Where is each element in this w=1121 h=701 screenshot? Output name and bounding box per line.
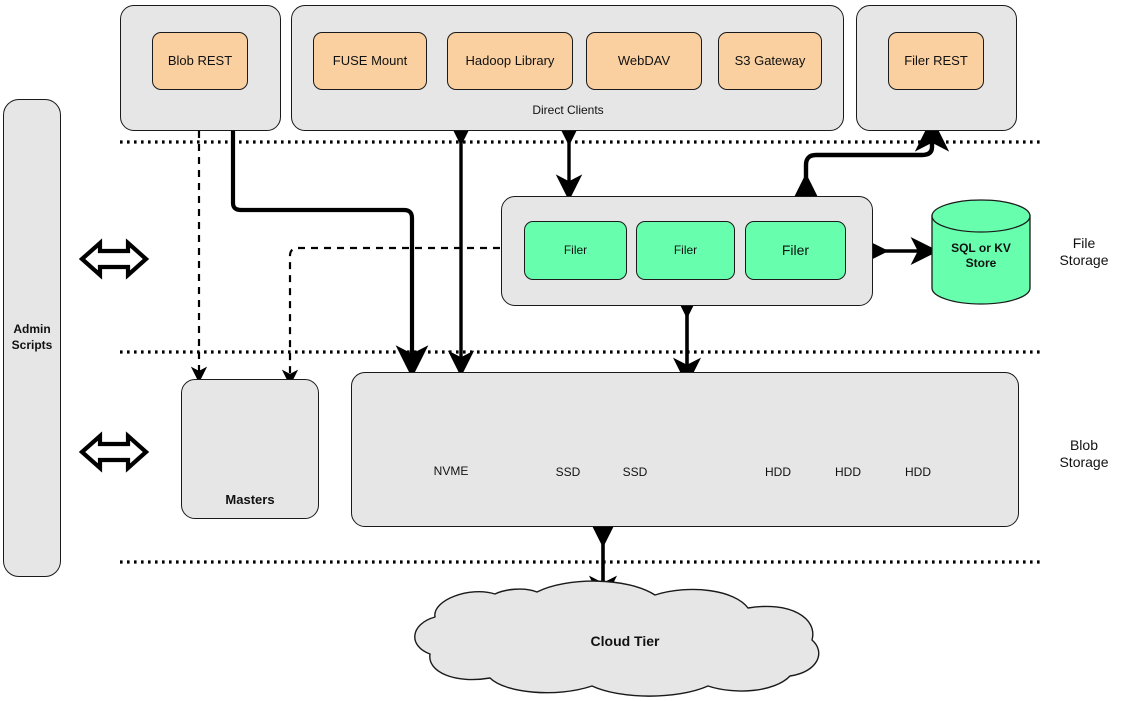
filer-instance-3[interactable]: Filer: [745, 221, 846, 280]
client-hadoop-library[interactable]: Hadoop Library: [447, 32, 573, 90]
cloud-tier-shape: [414, 580, 820, 697]
masters-group: [181, 379, 319, 519]
client-blob-rest[interactable]: Blob REST: [152, 32, 248, 90]
masters-label: Masters: [225, 491, 275, 507]
client-fuse-mount[interactable]: FUSE Mount: [313, 32, 427, 90]
cylinder-label-ssd-1: SSD: [555, 464, 581, 479]
cylinder-label-hdd-2: HDD: [835, 464, 861, 479]
metadata-store-cylinder: [931, 199, 1031, 305]
connector-filerrest-filer: [788, 117, 950, 208]
client-webdav[interactable]: WebDAV: [586, 32, 702, 90]
cylinder-label-ssd-2: SSD: [622, 464, 648, 479]
client-filer-rest[interactable]: Filer REST: [888, 32, 984, 90]
cylinder-label-hdd-3: HDD: [905, 464, 931, 479]
connector-directclients-masters: [281, 246, 500, 386]
admin-arrow-blob-tier: [78, 431, 150, 473]
volume-servers-group: [351, 372, 1019, 527]
admin-arrow-file-tier: [78, 238, 150, 280]
filer-instance-2[interactable]: Filer: [636, 221, 735, 280]
cylinder-label-nvme: NVME: [433, 463, 469, 478]
cylinder-label-hdd-1: HDD: [765, 464, 791, 479]
connector-blobrest-volumes: [230, 131, 429, 378]
direct-clients-caption: Direct Clients: [532, 102, 604, 117]
filer-instance-1[interactable]: Filer: [524, 221, 627, 280]
client-s3-gateway[interactable]: S3 Gateway: [718, 32, 822, 90]
cloud-tier-label: Cloud Tier: [590, 633, 660, 650]
